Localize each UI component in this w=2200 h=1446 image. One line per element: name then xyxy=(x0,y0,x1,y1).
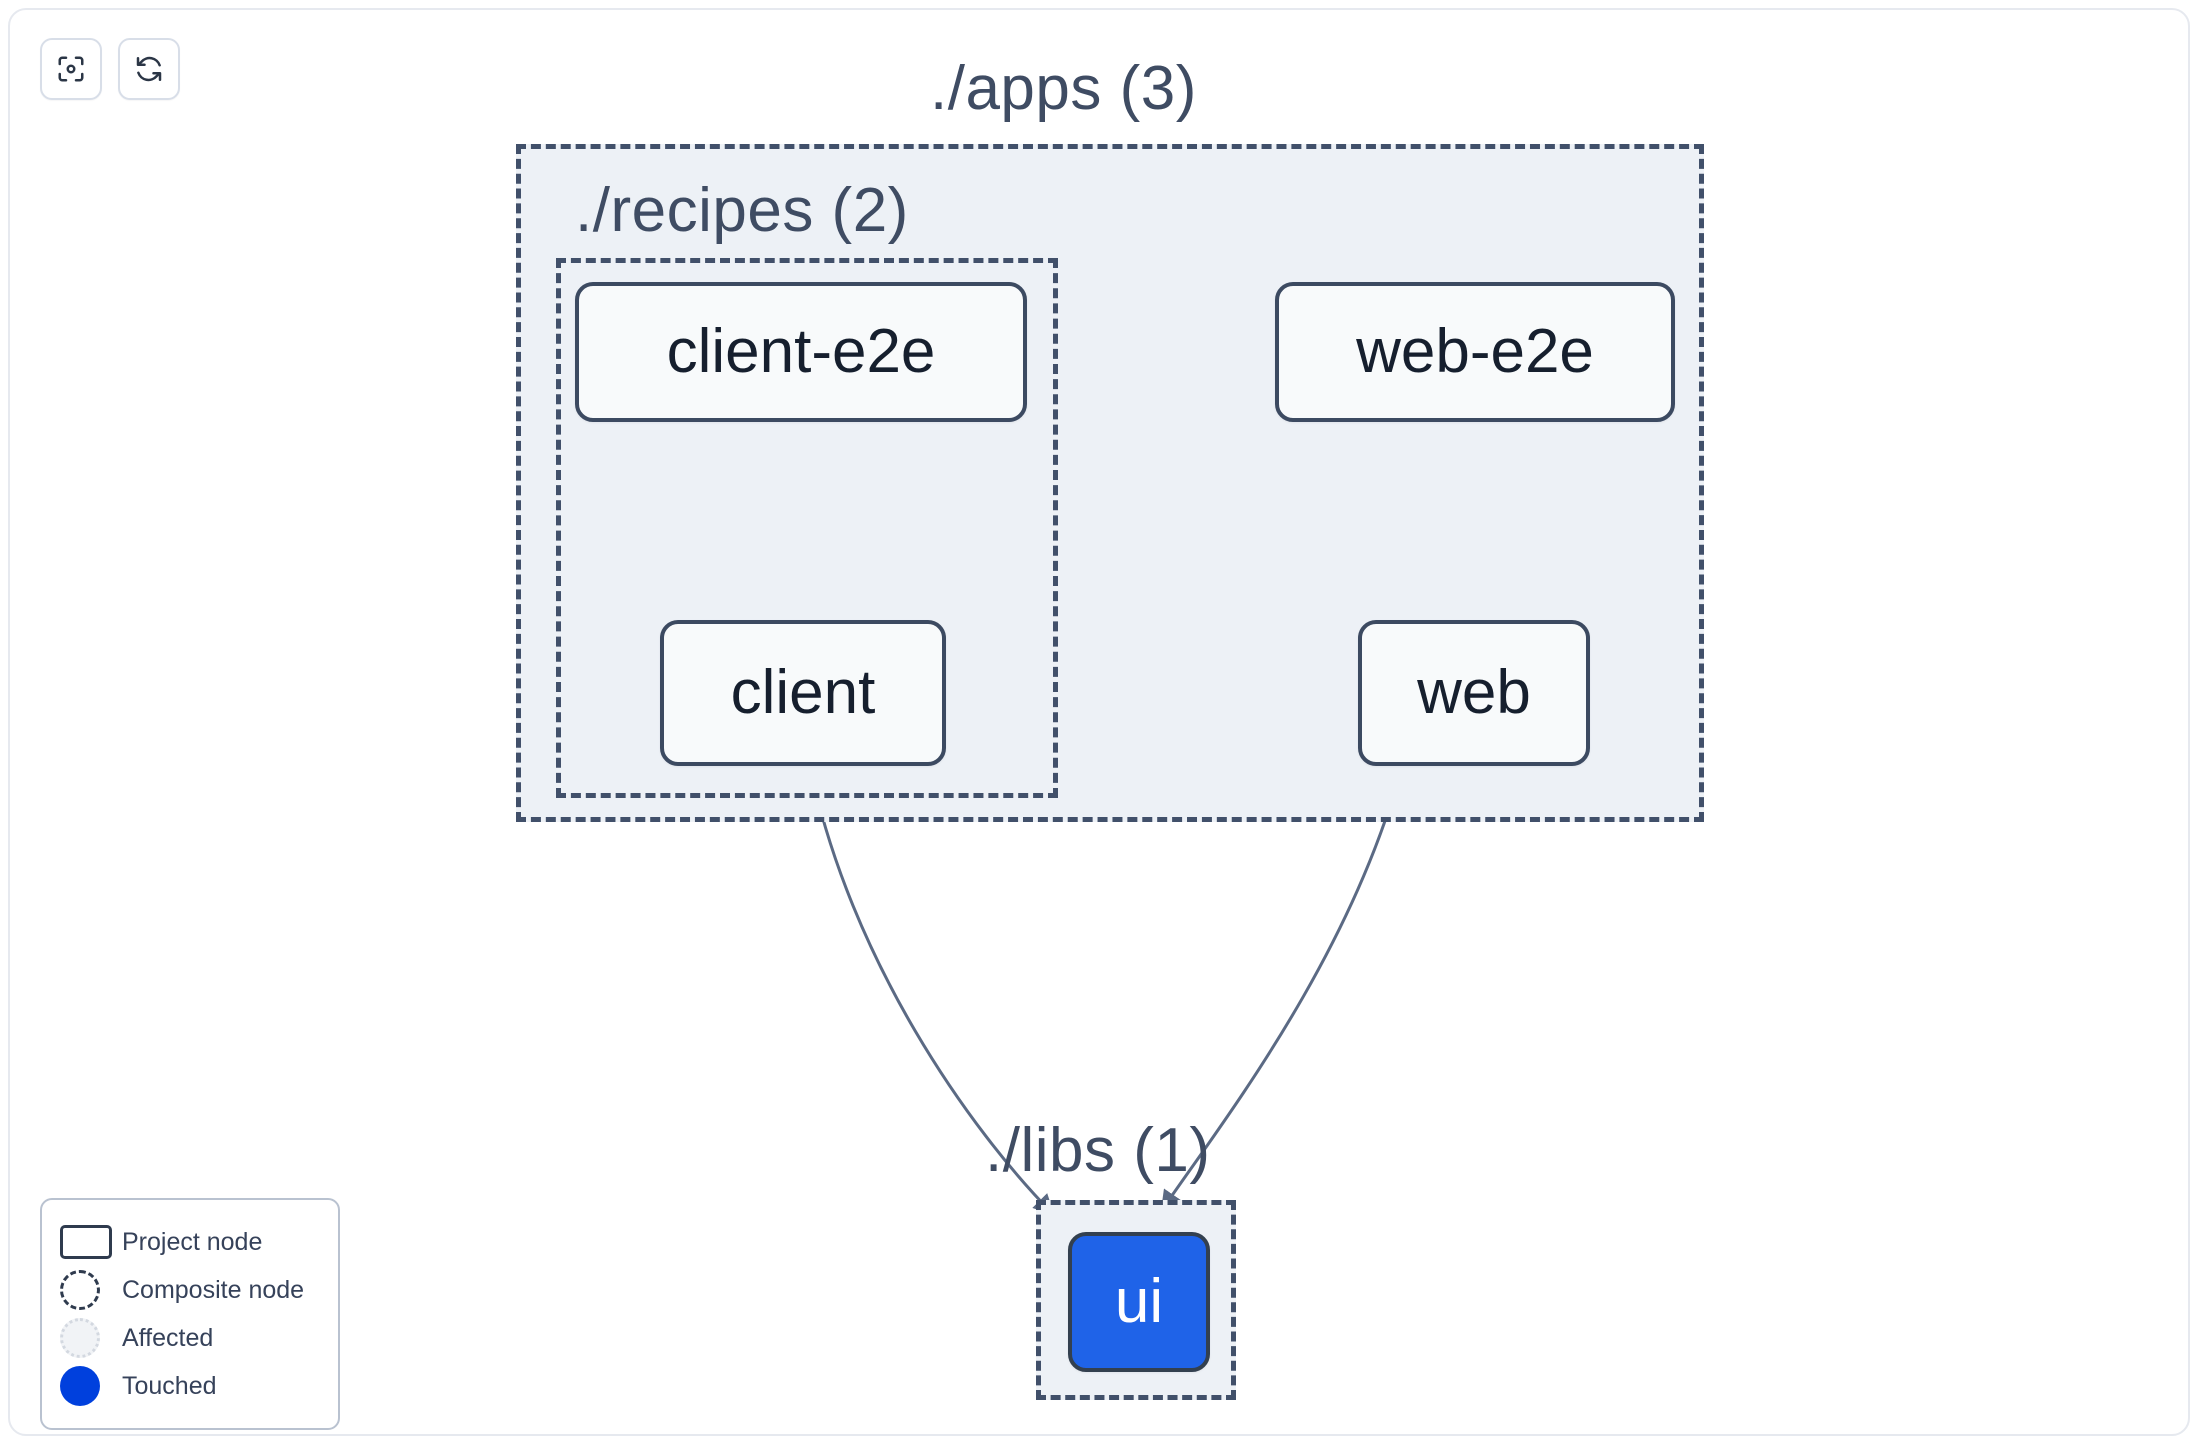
graph-toolbar xyxy=(40,38,180,100)
affected-swatch xyxy=(60,1318,122,1358)
graph-legend: Project node Composite node Affected Tou… xyxy=(40,1198,340,1430)
project-node-label: web xyxy=(1417,658,1531,727)
project-node-web-e2e[interactable]: web-e2e xyxy=(1275,282,1675,422)
touched-swatch xyxy=(60,1366,122,1406)
project-node-client[interactable]: client xyxy=(660,620,946,766)
legend-label: Composite node xyxy=(122,1275,305,1304)
graph-page: implicit implicit ./apps (3) ./recipes (… xyxy=(8,8,2190,1436)
legend-label: Project node xyxy=(122,1227,263,1256)
legend-item-touched: Touched xyxy=(60,1362,318,1410)
project-node-swatch xyxy=(60,1225,122,1259)
project-node-label: client xyxy=(730,658,876,727)
focus-graph-button[interactable] xyxy=(40,38,102,100)
composite-label-libs: ./libs (1) xyxy=(985,1116,1211,1185)
legend-item-project-node: Project node xyxy=(60,1218,318,1266)
project-node-web[interactable]: web xyxy=(1358,620,1590,766)
composite-label-recipes: ./recipes (2) xyxy=(575,176,909,245)
legend-item-affected: Affected xyxy=(60,1314,318,1362)
refresh-icon xyxy=(136,56,162,82)
project-node-label: ui xyxy=(1114,1267,1164,1336)
composite-label-apps: ./apps (3) xyxy=(930,54,1197,123)
project-node-client-e2e[interactable]: client-e2e xyxy=(575,282,1027,422)
project-node-label: web-e2e xyxy=(1356,317,1594,386)
refresh-graph-button[interactable] xyxy=(118,38,180,100)
legend-item-composite-node: Composite node xyxy=(60,1266,318,1314)
project-node-ui[interactable]: ui xyxy=(1068,1232,1210,1372)
composite-node-swatch xyxy=(60,1270,122,1310)
viewfinder-icon xyxy=(58,56,84,82)
legend-label: Affected xyxy=(122,1323,214,1352)
project-node-label: client-e2e xyxy=(666,317,936,386)
legend-label: Touched xyxy=(122,1371,217,1400)
